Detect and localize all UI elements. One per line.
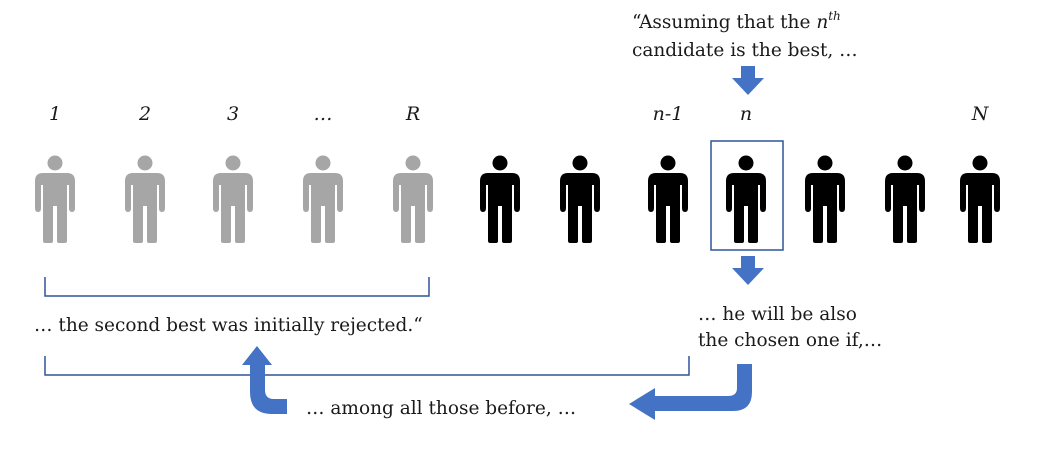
person-icon [726,155,766,243]
conclusion-text-line2: the chosen one if,… [698,330,882,351]
position-label-2: 2 [138,103,151,125]
position-label-n: n [740,103,752,125]
among-text: … among all those before, … [306,398,576,419]
assumption-text-line2: candidate is the best, … [632,40,858,61]
person-icon [648,155,688,243]
person-icon [560,155,600,243]
candidates-row [35,155,1000,243]
person-icon [393,155,433,243]
down-arrow-icon [732,66,764,95]
position-label-n-minus-1: n-1 [653,103,684,125]
curved-up-arrow-icon [242,346,287,414]
down-arrow-icon [732,256,764,285]
curved-left-arrow-icon [629,364,752,420]
position-label-1: 1 [49,103,61,125]
candidate-n-highlight-box [710,140,784,251]
position-label-N: N [971,103,990,125]
position-label-ellipsis: … [314,103,333,125]
conclusion-text-line1: … he will be also [698,304,857,325]
person-icon [125,155,165,243]
before-n-group-bracket [44,356,690,376]
person-icon [960,155,1000,243]
person-icon [35,155,75,243]
person-icon [303,155,343,243]
person-icon [885,155,925,243]
position-label-R: R [405,103,420,125]
assumption-text-line1: “Assuming that the nth [632,9,841,33]
position-label-3: 3 [227,103,239,125]
rejected-group-bracket [44,277,430,297]
rejected-text: … the second best was initially rejected… [34,315,423,336]
person-icon [213,155,253,243]
person-icon [480,155,520,243]
person-icon [805,155,845,243]
